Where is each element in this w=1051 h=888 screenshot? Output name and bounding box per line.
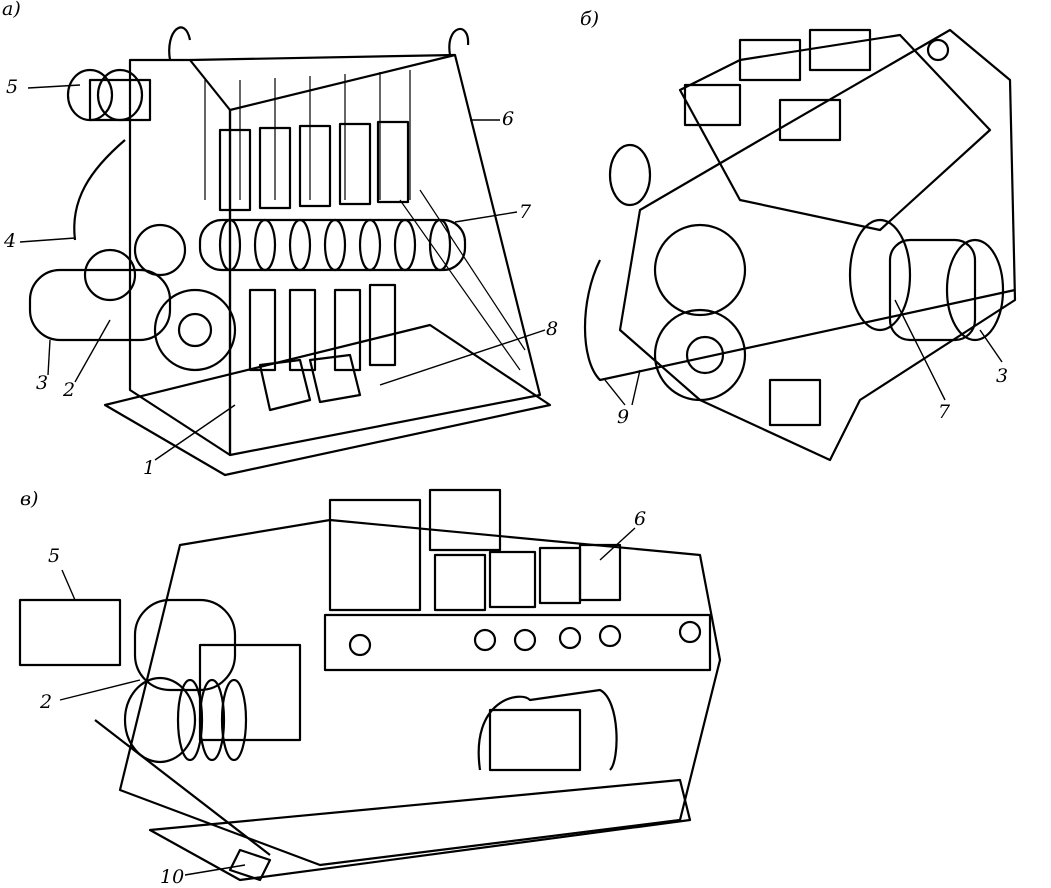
callout-a-2: 2 [63,379,76,401]
figure-v-label: в) [20,488,39,510]
figure-v-drawing [18,488,722,882]
callout-b-3: 3 [996,365,1009,387]
figure-a-drawing [28,26,552,477]
callout-v-10: 10 [160,866,185,888]
callout-v-2: 2 [40,691,53,713]
callout-a-4: 4 [4,230,17,252]
callout-b-7: 7 [938,401,951,423]
callout-v-5: 5 [48,545,61,567]
callout-a-5: 5 [6,76,19,98]
figure-b-drawing [583,28,1017,462]
callout-a-6: 6 [502,108,515,130]
callout-a-3: 3 [36,372,49,394]
callout-a-8: 8 [546,318,559,340]
figure-a-label: а) [2,0,21,20]
figure-b-label: б) [580,8,600,30]
callout-b-9: 9 [617,406,630,428]
callout-a-1: 1 [143,457,156,479]
callout-a-7: 7 [519,201,532,223]
callout-v-6: 6 [634,508,647,530]
